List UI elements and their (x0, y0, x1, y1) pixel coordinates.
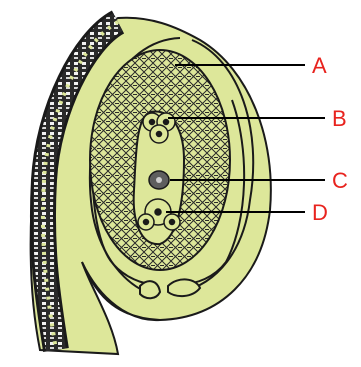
central-cell-nucleus (149, 171, 169, 189)
label-c: C (332, 168, 348, 193)
label-d: D (312, 200, 328, 225)
label-a: A (312, 53, 327, 78)
label-b: B (332, 106, 347, 131)
micropyle-left (140, 281, 160, 298)
